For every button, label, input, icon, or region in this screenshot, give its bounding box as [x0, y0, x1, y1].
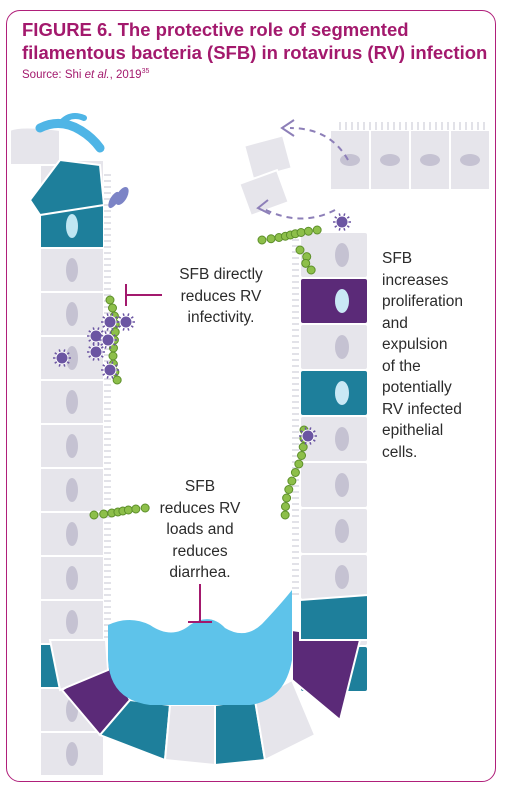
goblet-cell	[299, 277, 369, 325]
crypt-cell	[299, 593, 369, 641]
epithelial-cell	[299, 461, 369, 509]
figure-number: FIGURE 6.	[22, 19, 113, 40]
arrow-head-lower	[256, 199, 271, 215]
label-line: diarrhea.	[169, 564, 231, 581]
label-line: reduces RV	[180, 287, 262, 305]
cell-nucleus	[66, 214, 78, 238]
rotavirus-particles	[53, 213, 351, 445]
epithelial-cell	[369, 129, 411, 191]
mucus-layer	[108, 590, 292, 705]
epithelial-cell	[39, 247, 105, 293]
label-proliferation: SFB increases proliferation and expulsion of …	[382, 248, 492, 463]
epithelial-cell	[299, 323, 369, 371]
cell-nucleus	[335, 243, 349, 267]
cell-nucleus	[66, 346, 78, 370]
crypt-cell	[163, 704, 216, 767]
cell-nucleus	[66, 566, 78, 590]
figure-title-text: The protective role of segmented filamen…	[22, 19, 488, 63]
sfb-filament	[89, 503, 150, 520]
cell-nucleus	[460, 154, 480, 166]
cell-nucleus	[335, 565, 349, 589]
crypt-base-cells	[48, 593, 369, 767]
cell-nucleus	[66, 478, 78, 502]
cell-nucleus	[66, 522, 78, 546]
cell-nucleus	[335, 473, 349, 497]
detaching-cell	[238, 134, 293, 218]
upper-right-villus-cells	[238, 129, 491, 218]
label-line: potentially	[382, 379, 452, 396]
rotavirus-particle	[333, 213, 351, 231]
epithelial-cell	[39, 731, 105, 777]
label-line: SFB directly	[179, 266, 263, 283]
label-line: and	[382, 314, 408, 332]
sfb-filament	[257, 225, 322, 245]
arrow-head-upper	[280, 119, 295, 137]
label-line: of the	[382, 357, 421, 375]
cell-nucleus	[420, 154, 440, 166]
crypt-cell	[48, 639, 110, 692]
epithelial-cell	[449, 129, 491, 191]
cell-nucleus	[335, 289, 349, 313]
label-line: SFB	[184, 478, 216, 495]
label-line: increases	[382, 271, 449, 289]
cell-nucleus	[66, 302, 78, 326]
epithelial-cell	[329, 129, 371, 191]
inhibition-marker-loads	[188, 584, 212, 623]
rotavirus-particle	[299, 427, 317, 445]
epithelial-cell	[409, 129, 451, 191]
rotavirus-particle	[87, 327, 105, 345]
label-line: SFB	[382, 250, 413, 267]
figure-source: Source: Shi et al., 201935	[22, 68, 150, 81]
cell-nucleus	[66, 390, 78, 414]
label-line: proliferation	[382, 293, 463, 310]
teal-cell	[28, 158, 106, 217]
epithelial-cell	[299, 415, 369, 463]
cell-nucleus	[66, 610, 78, 634]
label-loads: SFB reduces RV loads and reduces diarrhea.	[140, 476, 260, 584]
epithelial-cell	[39, 467, 105, 513]
label-line: loads and	[166, 521, 234, 538]
expulsion-arrows	[261, 127, 349, 220]
rotavirus-particle	[101, 361, 119, 379]
cell-nucleus	[340, 154, 360, 166]
label-line: reduces RV	[159, 499, 241, 517]
cell-nucleus	[66, 434, 78, 458]
rotavirus-particle	[99, 331, 117, 349]
rotavirus-particle	[117, 313, 135, 331]
rotavirus-particle	[101, 313, 119, 331]
cell-nucleus	[335, 519, 349, 543]
label-line: infectivity.	[187, 309, 255, 326]
label-line: reduces	[172, 542, 228, 560]
label-line: expulsion	[382, 336, 448, 353]
teal-cell	[299, 369, 369, 417]
cell-nucleus	[335, 381, 349, 405]
label-infectivity: SFB directly reduces RV infectivity.	[158, 264, 284, 329]
rotavirus-particle	[53, 349, 71, 367]
inhibition-marker-infectivity	[125, 284, 162, 306]
epithelial-cell	[39, 423, 105, 469]
epithelial-cell	[299, 553, 369, 601]
bacteria-icon	[35, 113, 129, 209]
cell-nucleus	[335, 335, 349, 359]
figure-title: FIGURE 6. The protective role of segment…	[22, 18, 492, 64]
epithelial-cell	[39, 599, 105, 645]
epithelial-cell	[299, 507, 369, 555]
label-line: epithelial	[382, 422, 444, 439]
cell-nucleus	[66, 258, 78, 282]
epithelial-cell	[39, 555, 105, 601]
cell-nucleus	[380, 154, 400, 166]
label-line: cells.	[382, 443, 418, 461]
label-line: RV infected	[382, 400, 462, 418]
sfb-filament	[295, 245, 316, 275]
epithelial-cell	[9, 126, 61, 166]
rotavirus-particle	[87, 343, 105, 361]
epithelial-cell	[39, 379, 105, 425]
cell-nucleus	[66, 742, 78, 766]
cell-nucleus	[335, 427, 349, 451]
